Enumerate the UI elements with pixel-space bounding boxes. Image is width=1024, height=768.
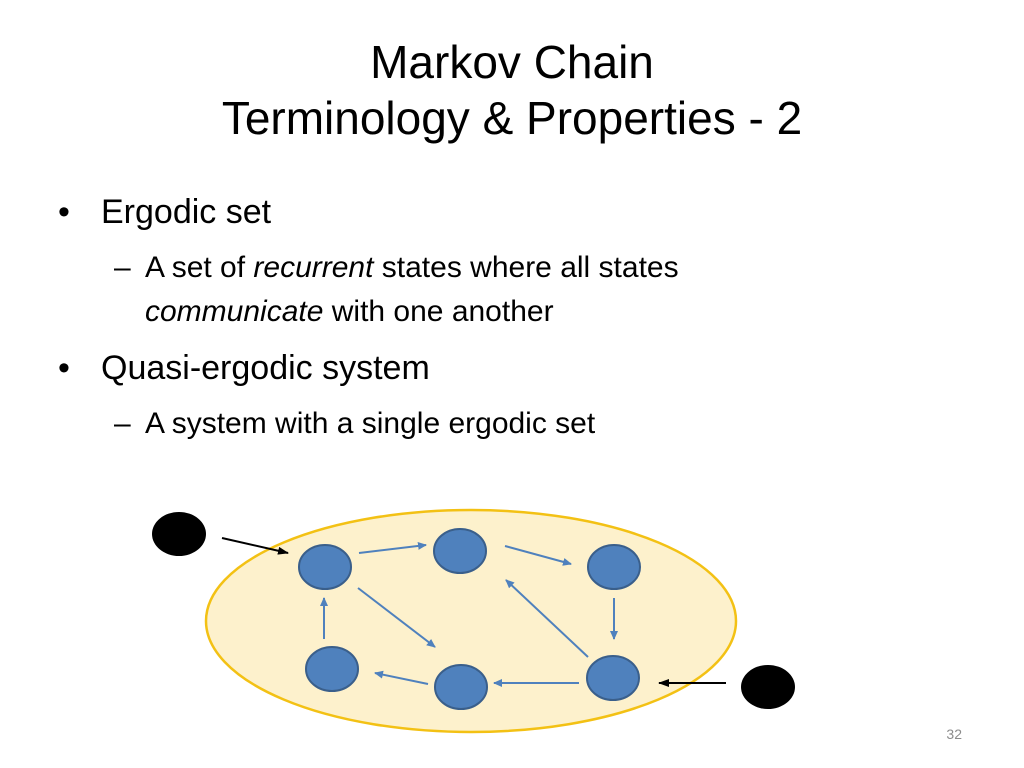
edge-d-b — [505, 579, 589, 658]
sub-text-recurrent: recurrent — [253, 251, 374, 284]
bullet-text: Ergodic set — [101, 193, 272, 231]
edge-f-e — [374, 670, 429, 685]
title-line-2: Terminology & Properties - 2 — [221, 92, 803, 144]
bullet-quasi-ergodic: • Quasi-ergodic system — [58, 346, 978, 390]
edge-b-c — [504, 545, 572, 566]
transient-node-left — [152, 512, 206, 556]
edge-a-b — [358, 541, 427, 554]
state-node-d — [586, 655, 640, 701]
sub-text-communicate: communicate — [145, 295, 324, 328]
state-node-f — [434, 664, 488, 710]
state-node-b — [433, 528, 487, 574]
transient-node-right — [741, 665, 795, 709]
sub-text-prefix: A set of — [145, 251, 254, 284]
bullet-list: • Ergodic set – A set of recurrent state… — [58, 190, 978, 458]
state-node-a — [298, 544, 352, 590]
sub-text: A system with a single ergodic set — [145, 407, 596, 440]
sub-bullet-ergodic-definition: – A set of recurrent states where all st… — [58, 246, 865, 334]
dash-mark: – — [114, 407, 131, 440]
state-node-e — [305, 646, 359, 692]
bullet-ergodic-set: • Ergodic set — [58, 190, 978, 234]
edge-a-f — [357, 587, 436, 648]
state-node-c — [587, 544, 641, 590]
sub-bullet-quasi-definition: – A system with a single ergodic set — [58, 402, 865, 446]
title-line-1: Markov Chain — [370, 36, 654, 88]
bullet-mark: • — [58, 193, 70, 231]
edge-left-in — [221, 537, 289, 555]
page-number: 32 — [946, 726, 962, 742]
bullet-text: Quasi-ergodic system — [101, 349, 430, 387]
sub-text-suffix: with one another — [323, 295, 554, 328]
dash-mark: – — [114, 251, 131, 284]
bullet-mark: • — [58, 349, 70, 387]
slide-title: Markov Chain Terminology & Properties - … — [0, 34, 1024, 146]
sub-text-mid: states where all states — [373, 251, 679, 284]
